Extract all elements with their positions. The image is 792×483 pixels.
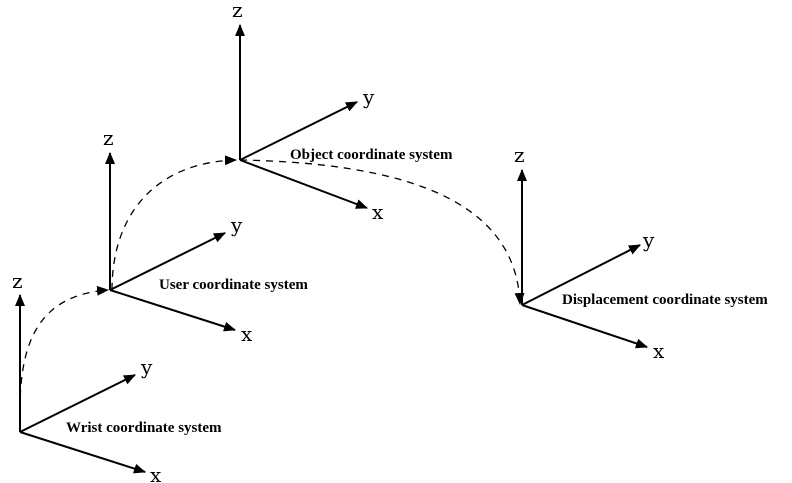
user-z-label: z [103,126,114,150]
wrist-y-label: y [140,355,153,379]
displacement-x-label: x [653,339,665,363]
object-x-label: x [372,200,384,224]
wrist-z-label: z [12,269,23,293]
object-z-label: z [232,0,243,22]
displacement-z-label: z [514,143,525,167]
displacement-y-label: y [642,228,655,252]
displacement-y-axis [521,244,641,306]
object-x-axis [239,159,368,209]
wrist-x-label: x [150,463,162,483]
user-frame: z y x User coordinate system [103,126,308,346]
user-y-axis [109,232,226,291]
wrist-x-axis [19,431,146,474]
displacement-x-axis [521,304,648,349]
user-to-object-path [111,155,237,291]
user-frame-label: User coordinate system [159,277,308,293]
wrist-y-axis [19,374,136,433]
user-y-label: y [230,213,243,237]
wrist-to-user-path [19,285,109,411]
wrist-frame-label: Wrist coordinate system [66,420,222,436]
user-x-axis [109,289,236,332]
object-y-label: y [362,85,375,109]
object-y-axis [239,101,358,161]
user-x-label: x [241,322,253,346]
object-frame-label: Object coordinate system [290,147,453,163]
displacement-frame-label: Displacement coordinate system [562,292,768,308]
object-frame: z y x Object coordinate system [232,0,453,224]
displacement-frame: z y x Displacement coordinate system [514,143,768,363]
wrist-frame: z y x Wrist coordinate system [12,269,222,483]
